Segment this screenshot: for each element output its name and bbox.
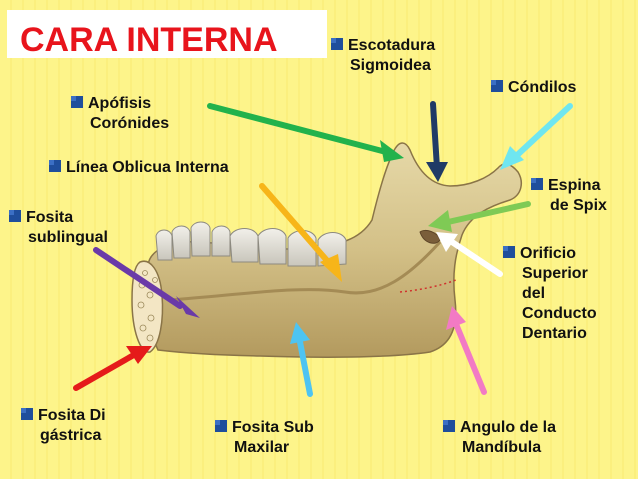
arrow-espina [428,201,531,232]
label-escotadura: Escotadura Sigmoidea [330,36,435,76]
mylohyoid-line [169,240,442,302]
label-condilos: Cóndilos [490,78,576,98]
label-espina: Espina de Spix [530,176,607,216]
label-escotadura-line-1: Escotadura [348,37,436,54]
label-angulo: Angulo de la Mandíbula [442,418,556,458]
arrow-orificio [436,232,503,277]
arrow-digastrica [73,346,152,391]
label-fosita-submaxilar-line-1: Fosita Sub [232,419,314,436]
label-apofisis-line-2: Corónides [90,115,170,132]
teeth-row [155,221,347,267]
label-apofisis-line-1: Apófisis [88,95,152,112]
label-orificio: Orificio Superior del Conducto Dentario [502,244,597,344]
checkbox-bullet-icon [530,177,544,191]
label-angulo-line-2: Mandíbula [462,439,542,456]
trabecular-pattern [137,270,158,342]
label-fosita-sublingual-line-2: sublingual [28,229,108,246]
label-fosita-sublingual: Fosita sublingual [8,208,108,248]
checkbox-bullet-icon [442,419,456,433]
label-orificio-line-2: Superior [522,265,588,282]
label-apofisis: Apófisis Corónides [70,94,169,134]
checkbox-bullet-icon [502,245,516,259]
label-condilos-line-1: Cóndilos [508,79,577,96]
checkbox-bullet-icon [70,95,84,109]
checkbox-bullet-icon [48,159,62,173]
label-orificio-line-4: Conducto [522,305,597,322]
title-box: CARA INTERNA [7,10,327,59]
label-linea: Línea Oblicua Interna [48,158,229,178]
slide-title: CARA INTERNA [20,21,278,59]
label-angulo-line-1: Angulo de la [460,419,556,436]
label-fosita-submaxilar-line-2: Maxilar [234,439,290,456]
label-escotadura-line-2: Sigmoidea [350,57,431,74]
label-fosita-digastrica-line-1: Fosita Di [38,407,106,424]
bone-cross-section [131,260,164,353]
checkbox-bullet-icon [20,407,34,421]
arrow-apofisis [207,103,404,162]
arrow-linea [259,183,342,282]
label-fosita-digastrica: Fosita Di gástrica [20,406,106,446]
checkbox-bullet-icon [490,79,504,93]
checkbox-bullet-icon [8,209,22,223]
label-orificio-line-3: del [522,285,546,302]
arrow-escotadura [426,101,448,182]
label-linea-line-1: Línea Oblicua Interna [66,159,229,176]
label-espina-line-1: Espina [548,177,601,194]
arrow-condilos [500,103,573,170]
arrow-sublingual [93,247,200,318]
label-fosita-sublingual-line-1: Fosita [26,209,74,226]
label-espina-line-2: de Spix [550,197,607,214]
arrow-submaxilar [290,322,313,397]
checkbox-bullet-icon [214,419,228,433]
label-fosita-submaxilar: Fosita Sub Maxilar [214,418,314,458]
label-orificio-line-1: Orificio [520,245,577,262]
label-fosita-digastrica-line-2: gástrica [40,427,102,444]
label-orificio-line-5: Dentario [522,325,587,342]
checkbox-bullet-icon [330,37,344,51]
arrow-angulo [446,306,487,395]
